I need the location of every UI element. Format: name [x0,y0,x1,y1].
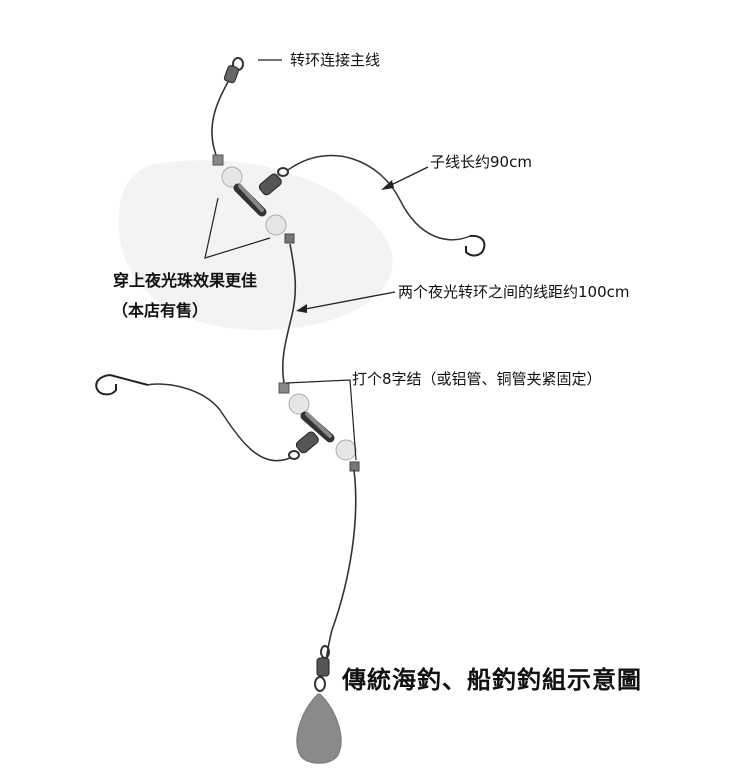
branch-line-length-label: 子线长约90cm [430,153,532,171]
background-shadow [118,160,393,330]
main-line-top [211,81,229,161]
lower-branch-line [147,383,291,462]
sinker [296,693,342,764]
glow-bead-pointer [204,197,271,259]
main-line-middle [281,243,297,384]
upper-swivel-assembly [212,154,295,244]
shop-note-label: （本店有售） [112,301,209,320]
knot-pointer [285,379,357,461]
knot-note-label: 打个8字结（或铝管、铜管夹紧固定） [352,370,602,388]
lower-swivel-assembly [278,382,360,472]
main-line-bottom [323,469,357,676]
glow-bead-note-label: 穿上夜光珠效果更佳 [113,271,258,290]
lower-hook [95,374,149,396]
sinker-snap [314,645,330,692]
swivel-main-line-label: 转环连接主线 [290,51,381,69]
swivel-distance-arrow [296,291,396,313]
diagram-title: 傳統海釣、船釣釣組示意圖 [342,666,642,694]
branch-length-arrow [381,166,429,190]
upper-hook [465,234,486,257]
swivel-distance-label: 两个夜光转环之间的线距约100cm [398,283,630,301]
top-swivel [223,57,244,84]
upper-branch-line [287,154,471,241]
